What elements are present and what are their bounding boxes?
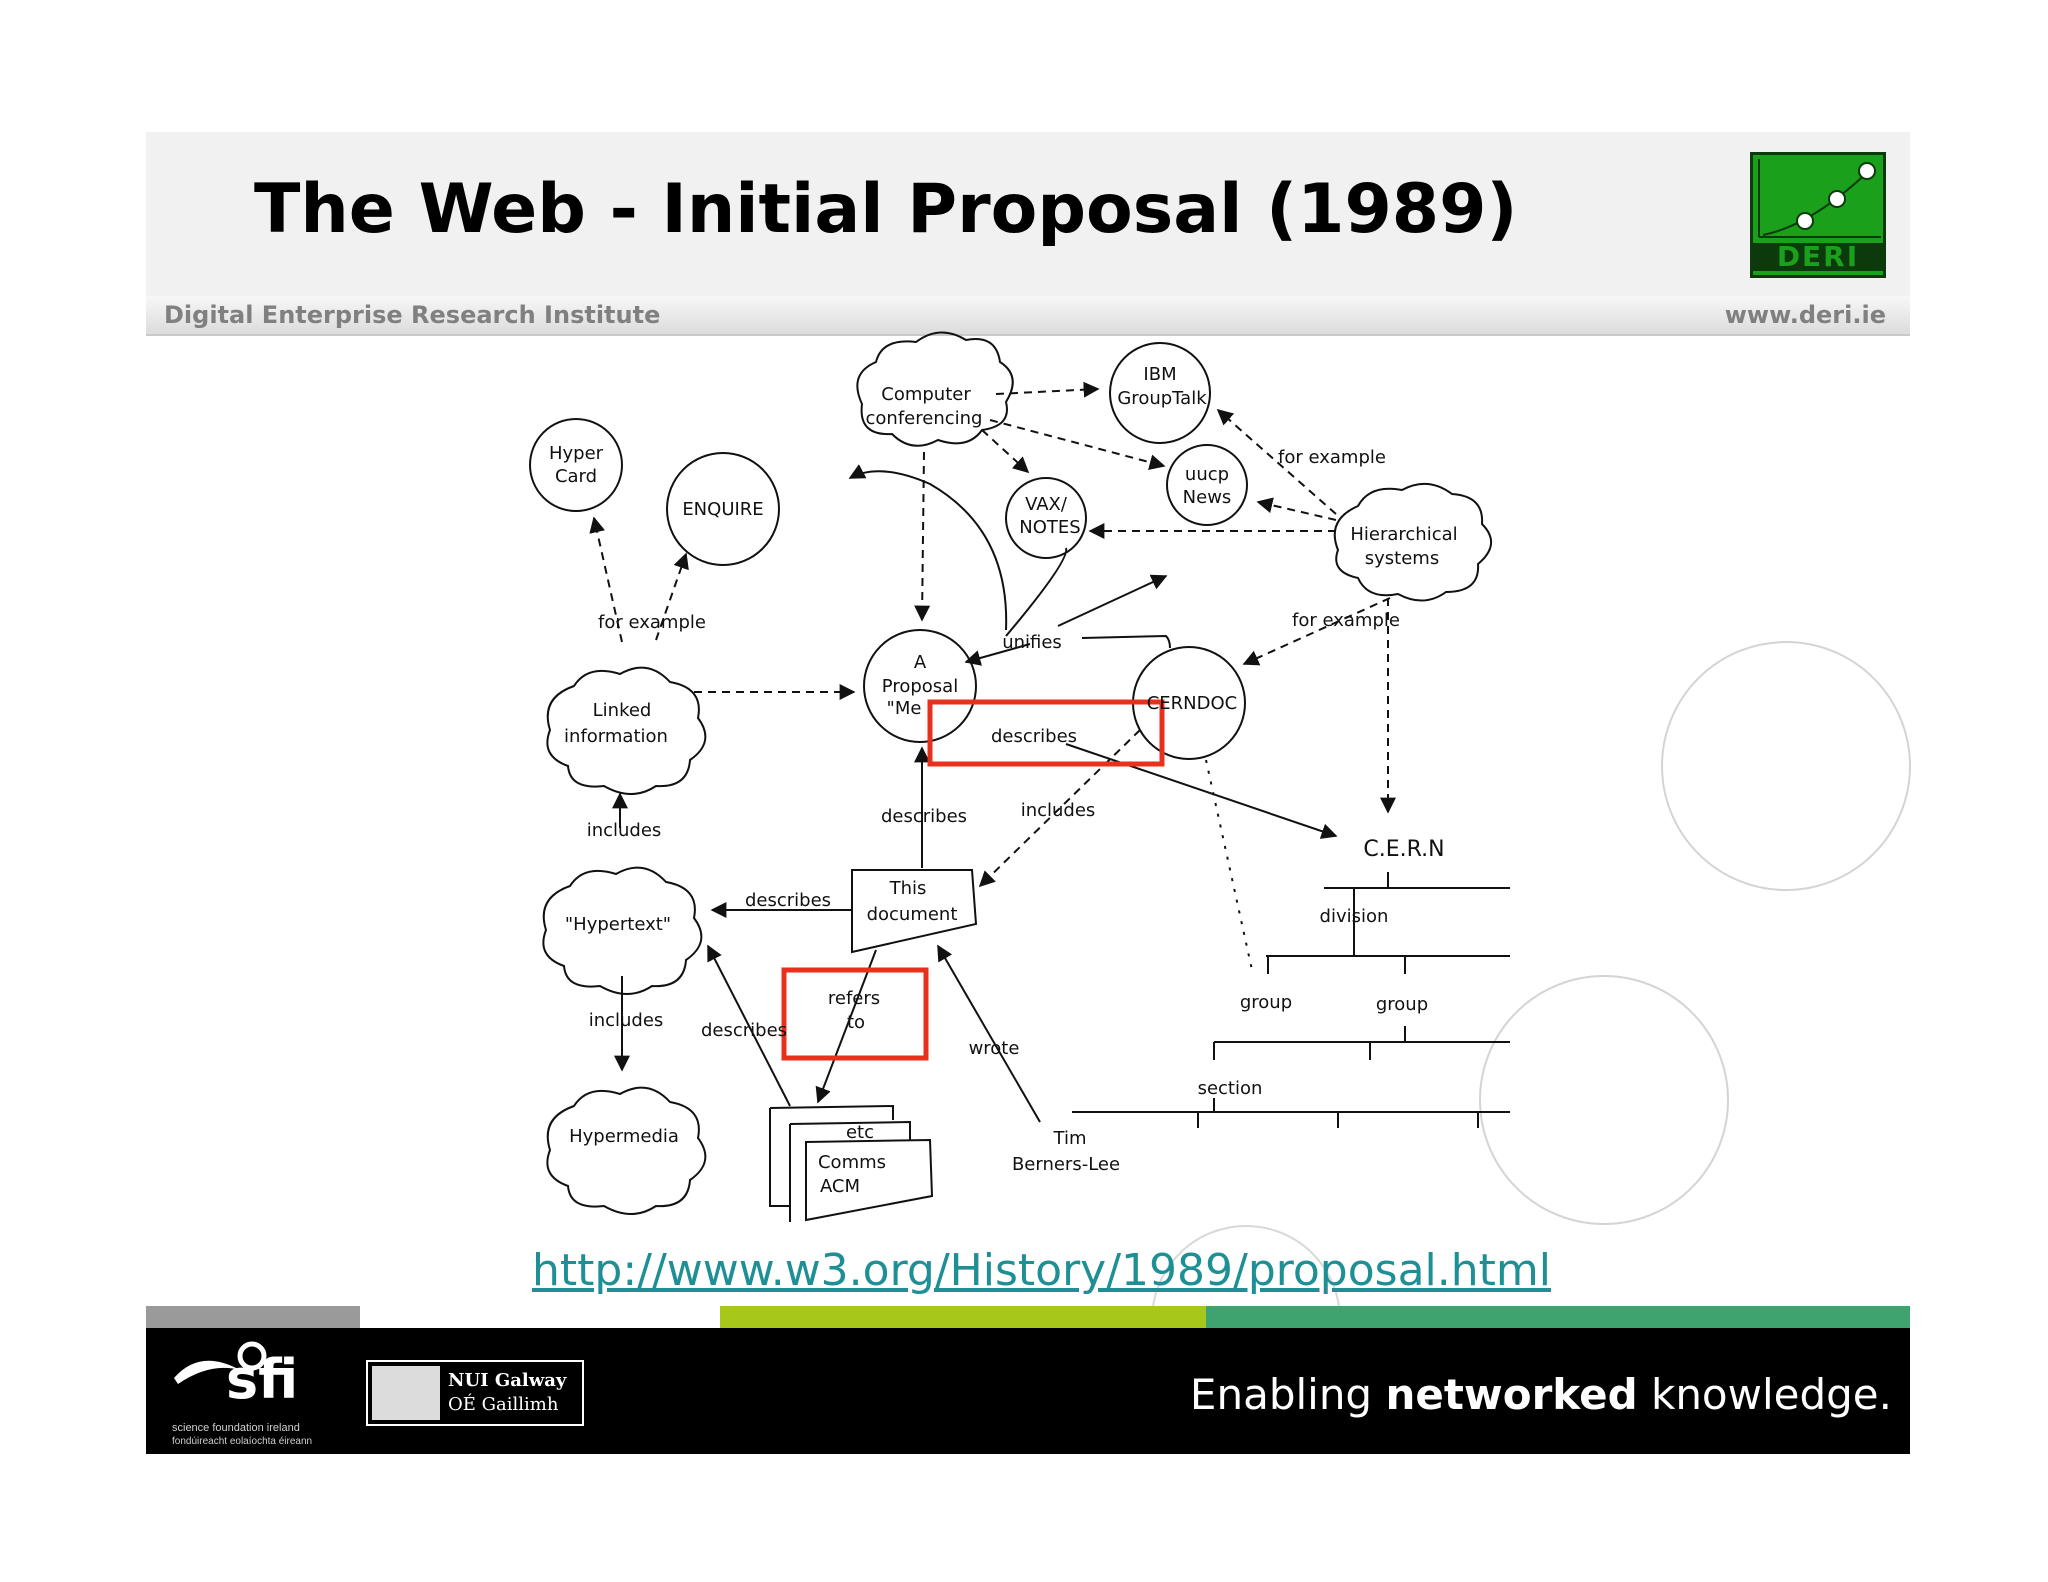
label-describes-1: describes	[991, 726, 1077, 747]
label-unifies: unifies	[1002, 632, 1062, 653]
highlight-boxes	[781, 699, 1165, 1061]
subheader-bar: Digital Enterprise Research Institute ww…	[146, 296, 1910, 336]
node-computer-conferencing-line2: conferencing	[866, 408, 983, 429]
node-uucp-line1: uucp	[1185, 464, 1229, 485]
deri-logo: DERI	[1750, 152, 1886, 278]
tagline-pre: Enabling	[1189, 1370, 1386, 1419]
node-comms-line1: Comms	[818, 1152, 886, 1173]
node-linked-line2: information	[564, 726, 668, 747]
node-hypertext: "Hypertext"	[565, 914, 671, 935]
node-proposal-line2: Proposal	[882, 676, 958, 697]
highlight-describes	[927, 699, 1165, 767]
label-division: division	[1320, 906, 1389, 927]
diagram-edge-labels: for example for example for example unif…	[587, 447, 1428, 1099]
institute-name: Digital Enterprise Research Institute	[164, 301, 661, 329]
node-hypermedia: Hypermedia	[569, 1126, 679, 1147]
label-describes-3: describes	[745, 890, 831, 911]
label-includes-2: includes	[587, 820, 662, 841]
website-text: www.deri.ie	[1724, 301, 1886, 329]
node-linked-line1: Linked	[593, 700, 652, 721]
proposal-link[interactable]: http://www.w3.org/History/1989/proposal.…	[532, 1245, 1551, 1296]
node-cern: C.E.R.N	[1363, 837, 1444, 862]
node-proposal-line3: "Me	[887, 698, 922, 719]
deri-logo-graphic	[1758, 159, 1881, 238]
header-band	[146, 132, 1910, 296]
footer: sfi science foundation ireland fondúirea…	[146, 1328, 1910, 1454]
label-includes-3: includes	[589, 1010, 664, 1031]
footer-accent-gray	[146, 1306, 360, 1328]
node-uucp-line2: News	[1183, 487, 1232, 508]
sfi-subtitle-irish: fondúireacht eolaíochta éireann	[172, 1436, 313, 1447]
slide-title: The Web - Initial Proposal (1989)	[254, 170, 1518, 249]
label-section: section	[1198, 1078, 1263, 1099]
node-this-document-line2: document	[867, 904, 958, 925]
node-cerndoc: CERNDOC	[1147, 693, 1238, 714]
node-comms-line2: ACM	[820, 1176, 860, 1197]
label-describes-4: describes	[701, 1020, 787, 1041]
sfi-swoosh-icon	[174, 1341, 267, 1384]
label-group-2: group	[1376, 994, 1428, 1015]
node-hierarchical-line1: Hierarchical	[1350, 524, 1457, 545]
diagram-node-labels: Hyper Card ENQUIRE Computer conferencing…	[549, 364, 1458, 1197]
label-refers: refers	[828, 988, 880, 1009]
tagline-post: knowledge.	[1637, 1370, 1892, 1419]
node-hierarchical-line2: systems	[1365, 548, 1439, 569]
node-this-document-line1: This	[889, 878, 927, 899]
label-includes-1: includes	[1021, 800, 1096, 821]
node-proposal-line1: A	[914, 652, 927, 673]
footer-accent-green	[1206, 1306, 1910, 1328]
node-vax-line2: NOTES	[1019, 517, 1080, 538]
label-for-example-1: for example	[1278, 447, 1386, 468]
nui-galway-logo: NUI Galway OÉ Gaillimh	[366, 1360, 584, 1426]
nui-galway-irish-name: OÉ Gaillimh	[448, 1394, 559, 1415]
node-computer-conferencing-line1: Computer	[881, 384, 971, 405]
node-tim-line1: Tim	[1053, 1128, 1087, 1149]
node-vax-line1: VAX/	[1025, 494, 1068, 515]
label-wrote: wrote	[969, 1038, 1020, 1059]
node-etc: etc	[846, 1122, 874, 1143]
highlight-refers-to	[781, 967, 929, 1061]
label-for-example-2: for example	[598, 612, 706, 633]
node-tim-line2: Berners-Lee	[1012, 1154, 1120, 1175]
label-to: to	[847, 1012, 865, 1033]
node-ibm-line1: IBM	[1143, 364, 1176, 385]
sfi-wordmark: sfi	[226, 1348, 299, 1411]
node-hyper-card-line1: Hyper	[549, 443, 604, 464]
tagline: Enabling networked knowledge.	[1190, 1370, 1892, 1419]
label-for-example-3: for example	[1292, 610, 1400, 631]
nui-galway-name: NUI Galway	[448, 1370, 567, 1391]
node-enquire: ENQUIRE	[682, 499, 763, 520]
label-describes-2: describes	[881, 806, 967, 827]
label-group-1: group	[1240, 992, 1292, 1013]
node-ibm-line2: GroupTalk	[1117, 388, 1207, 409]
footer-accent-lime	[720, 1306, 1206, 1328]
nui-building-icon	[372, 1366, 440, 1420]
sfi-subtitle-english: science foundation ireland	[172, 1422, 300, 1434]
node-hyper-card-line2: Card	[555, 466, 597, 487]
deri-logo-text: DERI	[1753, 243, 1883, 271]
tagline-bold: networked	[1385, 1370, 1638, 1419]
